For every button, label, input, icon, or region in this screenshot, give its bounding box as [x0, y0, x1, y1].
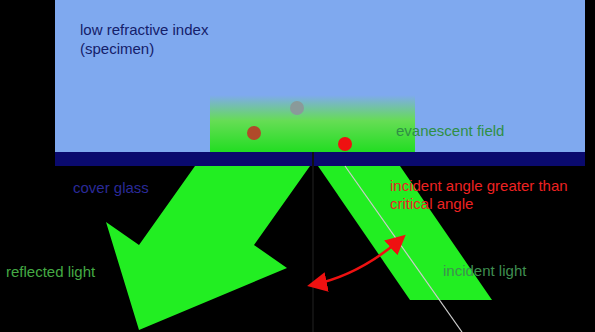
cover-glass: cover glass	[55, 152, 585, 166]
node-label: cover glass	[73, 179, 149, 197]
evanescent-field	[210, 95, 415, 152]
incident-label: incident light	[443, 262, 526, 280]
cover-glass-band	[55, 152, 585, 166]
specimen-region: low refractive index (specimen)	[55, 0, 585, 152]
normal-line	[312, 152, 314, 332]
angle-label: incident angle greater than critical ang…	[390, 177, 590, 213]
specimen-area	[55, 0, 585, 152]
node-label: low refractive index (specimen)	[80, 20, 280, 58]
particle	[247, 126, 261, 140]
particle	[290, 101, 304, 115]
angle-arc	[312, 238, 402, 285]
reflected-label: reflected light	[6, 263, 95, 281]
particle	[338, 137, 352, 151]
field-label: evanescent field	[396, 122, 504, 140]
